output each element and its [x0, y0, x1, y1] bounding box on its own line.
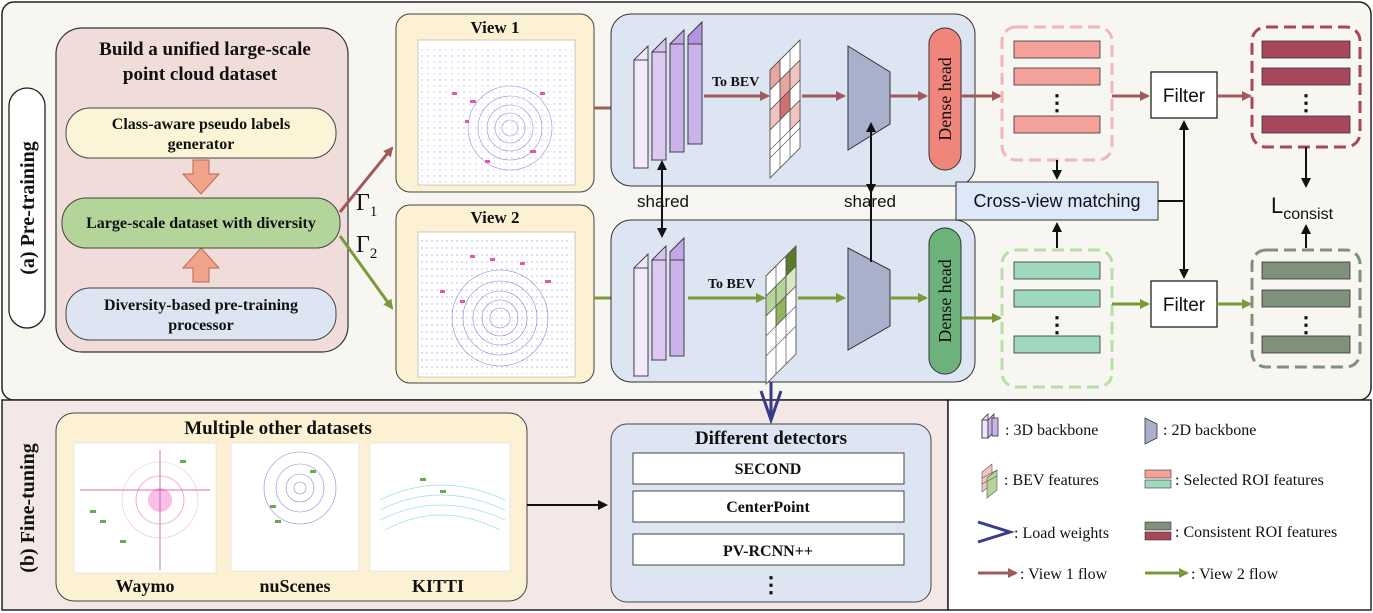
diversity-box: [65, 287, 337, 341]
block-arrow-down: [181, 159, 221, 195]
detector-second: [632, 452, 905, 485]
to-bev-label-1: To BEV: [712, 75, 759, 90]
view1-points: [420, 45, 572, 183]
dense-head-1: [928, 27, 962, 171]
bev-grid-view2: [765, 245, 797, 385]
legend-consistent-roi-red: [1144, 531, 1172, 541]
detector-centerpoint: [632, 490, 905, 523]
shared-label-left: shared: [637, 192, 689, 211]
dataset-waymo-label: Waymo: [115, 576, 174, 596]
filter-1: [1150, 71, 1218, 119]
finetuning-label: (b) Fine-tuning: [17, 443, 39, 572]
detectors-ellipsis: ⋮: [760, 572, 782, 597]
shared-label-right: shared: [844, 192, 896, 211]
kitti-render: [379, 484, 506, 531]
nuscenes-render: [263, 451, 337, 525]
legend-load-weights: : Load weights: [1014, 525, 1109, 542]
cross-view-matching-label: Cross-view matching: [973, 191, 1140, 211]
nuscenes-pointcloud: [230, 442, 360, 572]
detector-pvrcnn-label: PV-RCNN++: [723, 543, 813, 560]
diversity-line2: processor: [168, 317, 233, 334]
legend-2d-backbone: : 2D backbone: [1163, 422, 1256, 439]
legend-2d-backbone-icon: [1144, 417, 1158, 445]
gamma1-symbol: Γ1: [356, 190, 377, 220]
to-bev-label-2: To BEV: [708, 277, 755, 292]
legend-selected-roi-green: [1144, 479, 1172, 489]
large-scale-label: Large-scale dataset with diversity: [86, 215, 316, 232]
view1-title: View 1: [471, 18, 520, 37]
dataset-nuscenes-label: nuScenes: [259, 576, 330, 596]
consistent-roi-view2: [1250, 248, 1362, 369]
gamma1-subscript: 1: [370, 204, 378, 220]
view1-boxes: [452, 92, 545, 163]
detector-centerpoint-label: CenterPoint: [726, 499, 810, 516]
legend-view2-flow: : View 2 flow: [1191, 566, 1279, 583]
selected-roi-view1-bars: [1013, 40, 1101, 134]
legend-consistent-roi: : Consistent ROI features: [1175, 524, 1337, 541]
dataset-kitti-label: KITTI: [412, 576, 464, 596]
build-title-line2: point cloud dataset: [123, 64, 278, 85]
large-scale-box: [61, 197, 341, 249]
filter-1-label: Filter: [1163, 86, 1206, 107]
loss-subscript: consist: [1283, 206, 1333, 223]
dense-head-1-label: Dense head: [935, 57, 955, 140]
selected-roi-view2: [1000, 248, 1114, 389]
diversity-line1: Diversity-based pre-training: [104, 297, 298, 314]
gamma2-symbol: Γ2: [356, 232, 377, 262]
detector-second-label: SECOND: [735, 461, 802, 478]
consistent-roi-view1-ellipsis: ⋮: [1295, 90, 1317, 115]
filter-2-label: Filter: [1163, 295, 1206, 316]
legend-3d-backbone-icon: [981, 413, 999, 439]
cross-view-matching-box: [955, 181, 1159, 221]
legend-consistent-roi-green: [1144, 521, 1172, 531]
view2-points: [420, 236, 572, 374]
dense-head-2-label: Dense head: [935, 259, 955, 342]
nuscenes-boxes: [270, 470, 316, 523]
consistent-roi-view1-bars: [1261, 40, 1351, 134]
backbone2d-view2: [847, 247, 891, 351]
legend-selected-roi-red: [1144, 469, 1172, 479]
view2-boxes: [440, 255, 551, 303]
gamma2-arrow: [338, 235, 394, 310]
detectors-title: Different detectors: [695, 428, 847, 449]
pseudo-labels-line1: Class-aware pseudo labels: [112, 116, 290, 133]
pretraining-label-pill: [8, 87, 46, 329]
backbone3d-view2: [633, 236, 685, 378]
dense-head-2: [928, 227, 962, 375]
gamma2-subscript: 2: [370, 246, 378, 262]
kitti-boxes: [420, 478, 446, 493]
waymo-pointcloud: [73, 442, 217, 574]
selected-roi-view2-ellipsis: ⋮: [1046, 312, 1068, 337]
legend-bev-icon: [981, 463, 998, 499]
legend-bev-features: : BEV features: [1004, 472, 1099, 489]
kitti-pointcloud: [369, 442, 511, 572]
consistent-roi-view2-ellipsis: ⋮: [1295, 312, 1317, 337]
pseudo-labels-line2: generator: [168, 136, 235, 153]
build-title-line1: Build a unified large-scale: [99, 39, 311, 60]
selected-roi-view1-ellipsis: ⋮: [1046, 90, 1068, 115]
bev-grid-view1: [769, 39, 801, 179]
legend-view1-flow: : View 1 flow: [1020, 566, 1108, 583]
backbone3d-view1: [633, 20, 703, 170]
legend-load-weights-icon: [977, 520, 1016, 544]
pseudo-labels-box: [65, 107, 337, 159]
load-weights-arrow: [759, 390, 783, 425]
waymo-render: [80, 450, 210, 570]
view2-title: View 2: [471, 208, 520, 227]
legend-panel: [947, 399, 1372, 611]
detector-pvrcnn: [632, 533, 905, 566]
gamma1-arrow: [338, 146, 394, 213]
pretraining-label: (a) Pre-training: [17, 141, 39, 275]
loss-consist: Lconsist: [1271, 193, 1334, 223]
datasets-title: Multiple other datasets: [184, 418, 372, 439]
block-arrow-up: [181, 247, 221, 283]
consistent-roi-view2-bars: [1261, 261, 1351, 354]
legend-3d-backbone: : 3D backbone: [1005, 422, 1098, 439]
legend-selected-roi: : Selected ROI features: [1175, 472, 1324, 489]
backbone2d-view1: [847, 45, 891, 151]
selected-roi-view2-bars: [1013, 261, 1101, 354]
